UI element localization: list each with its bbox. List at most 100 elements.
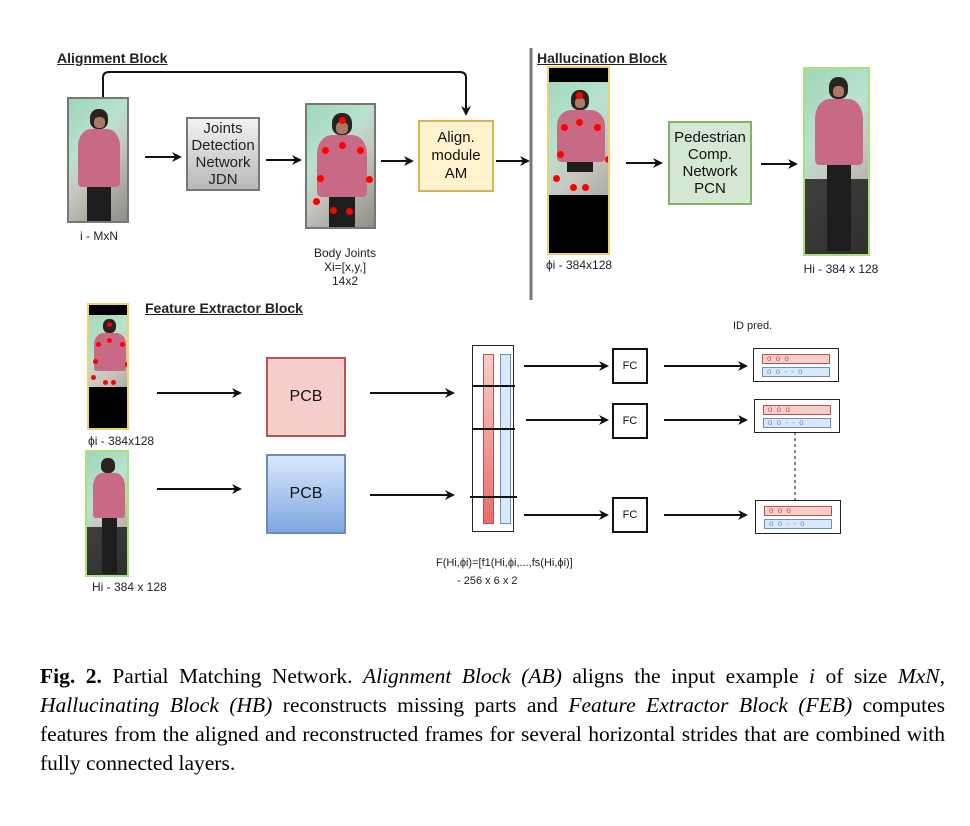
pcb-box-h: PCB <box>266 454 346 534</box>
body-joints-label: Body Joints Xi=[x,y,] 14x2 <box>290 246 400 288</box>
alignment-block-title: Alignment Block <box>57 50 168 66</box>
joint-dot <box>111 380 116 385</box>
feb-phi-size-label: ϕi - 384x128 <box>88 434 155 448</box>
joint-dot <box>576 119 583 126</box>
hallucination-block-title: Hallucination Block <box>537 50 667 66</box>
joint-dot <box>125 362 127 367</box>
joint-dot <box>570 184 577 191</box>
caption-text: , <box>939 664 945 688</box>
feature-stack <box>472 345 514 532</box>
hallucinated-image-h <box>803 67 870 256</box>
am-line-3: AM <box>444 165 468 182</box>
feature-bar-blue <box>500 354 511 524</box>
pred-row-red: o o o <box>763 405 831 415</box>
feb-phi-image <box>87 303 129 430</box>
fc-label: FC <box>622 360 638 372</box>
feb-h-image <box>85 450 129 577</box>
jdn-line-2: Detection <box>191 137 255 154</box>
joint-dot <box>120 342 125 347</box>
feature-bar-red <box>483 354 494 524</box>
joint-dot <box>357 147 364 154</box>
jdn-line-3: Network <box>195 154 251 171</box>
am-line-1: Align. <box>437 129 475 146</box>
joint-dot <box>553 175 560 182</box>
caption-text: Partial Matching Network. <box>101 664 363 688</box>
joint-dot <box>330 207 337 214</box>
body-joints-line-2: Xi=[x,y,] <box>323 260 367 274</box>
id-prediction-1: o o o o o - - o <box>753 348 839 382</box>
joint-dot <box>561 124 568 131</box>
pcn-line-4: PCN <box>694 180 726 197</box>
joint-dot <box>107 338 112 343</box>
joint-dot <box>322 147 329 154</box>
body-joints-line-3: 14x2 <box>331 274 359 288</box>
joint-dot <box>93 359 98 364</box>
feature-extractor-block-title: Feature Extractor Block <box>145 300 303 316</box>
pred-row-red: o o o <box>764 506 832 516</box>
fig-label: Fig. 2. <box>40 664 102 688</box>
joint-dot <box>313 198 320 205</box>
input-size-label: i - MxN <box>80 229 118 243</box>
caption-i: i <box>809 664 815 688</box>
joint-dot <box>366 176 373 183</box>
caption-text: computes features from the aligned and r… <box>40 693 946 775</box>
joint-dot <box>91 375 96 380</box>
id-prediction-3: o o o o o - - o <box>755 500 841 534</box>
id-pred-label: ID pred. <box>733 320 773 332</box>
body-joints-image <box>305 103 376 229</box>
pcb-label: PCB <box>289 388 323 405</box>
am-line-2: module <box>431 147 481 164</box>
joint-dot <box>594 124 601 131</box>
stride-separator <box>472 385 515 387</box>
joint-dot <box>576 92 583 99</box>
fc-label: FC <box>622 415 638 427</box>
caption-text: of size <box>814 664 898 688</box>
joint-dot <box>103 380 108 385</box>
stride-separator <box>472 428 515 430</box>
pcb-label: PCB <box>289 485 323 502</box>
joint-dot <box>96 342 101 347</box>
jdn-line-1: Joints <box>203 120 243 137</box>
feature-dims: - 256 x 6 x 2 <box>457 575 518 587</box>
h-size-label: Hi - 384 x 128 <box>803 262 879 276</box>
id-prediction-2: o o o o o - - o <box>754 399 840 433</box>
caption-hb: Hallucinating Block (HB) <box>40 693 273 717</box>
pred-row-blue: o o - - o <box>764 519 832 529</box>
joint-dot <box>317 175 324 182</box>
joints-detection-network-box: Joints Detection Network JDN <box>186 117 260 191</box>
input-image <box>67 97 129 223</box>
joint-dot <box>346 208 353 215</box>
feb-h-size-label: Hi - 384 x 128 <box>92 580 167 594</box>
joint-dot <box>107 322 112 327</box>
joint-dot <box>582 184 589 191</box>
pcn-line-2: Comp. <box>687 146 733 163</box>
joint-dot <box>557 151 564 158</box>
caption-text: reconstructs missing parts and <box>272 693 569 717</box>
connector-layer <box>102 48 798 520</box>
jdn-line-4: JDN <box>208 171 238 188</box>
aligned-image-phi <box>547 66 610 255</box>
caption-feb: Feature Extractor Block (FEB) <box>568 693 853 717</box>
pred-row-red: o o o <box>762 354 830 364</box>
body-joints-line-1: Body Joints <box>313 246 377 260</box>
joint-dot <box>339 142 346 149</box>
feature-formula: F(Hi,ϕi)=[f1(Hi,ϕi,...,fs(Hi,ϕi)] <box>436 557 573 569</box>
fc-label: FC <box>622 509 638 521</box>
pcb-box-phi: PCB <box>266 357 346 437</box>
joint-dot <box>339 117 346 124</box>
figure-caption: Fig. 2. Partial Matching Network. Alignm… <box>40 662 945 778</box>
pcn-line-1: Pedestrian <box>674 129 746 146</box>
stride-separator <box>470 496 517 498</box>
skip-connection-arrow <box>102 71 471 116</box>
pcn-line-3: Network <box>682 163 738 180</box>
caption-text: aligns the input example <box>561 664 809 688</box>
caption-ab: Alignment Block (AB) <box>362 664 562 688</box>
caption-mxn: MxN <box>897 664 940 688</box>
joint-dot <box>605 156 608 163</box>
fc-layer-3: FC <box>612 497 648 533</box>
alignment-module-box: Align. module AM <box>418 120 494 192</box>
pred-row-blue: o o - - o <box>762 367 830 377</box>
phi-size-label: ϕi - 384x128 <box>545 258 613 272</box>
fc-layer-1: FC <box>612 348 648 384</box>
pedestrian-completion-network-box: Pedestrian Comp. Network PCN <box>668 121 752 205</box>
